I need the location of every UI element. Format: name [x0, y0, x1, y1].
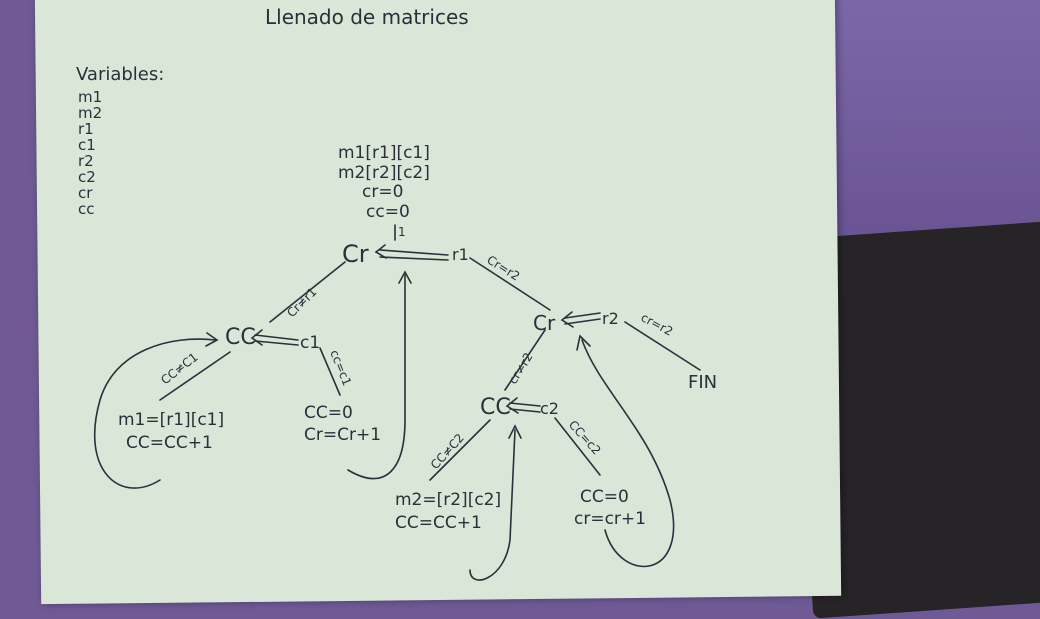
loop-bottom-right	[581, 339, 675, 568]
node-cc-left: CC	[225, 325, 256, 350]
init-line: m2[r2][c2]	[338, 163, 430, 183]
edge-label-cr-ne-r1: Cr≠r1	[284, 285, 319, 320]
edge-label-cr-ne-r2: cr≠r2	[506, 350, 536, 386]
init-line: m1[r1][c1]	[338, 143, 430, 163]
node-cr-top: Cr	[342, 240, 369, 268]
edge-cc-eq-c2	[554, 417, 601, 476]
variable-item: m1	[78, 88, 102, 106]
edge-cc-c1	[254, 334, 299, 341]
edge-cr-cc-left	[269, 261, 346, 323]
edge-cr-ne-r2	[504, 329, 546, 391]
edge-label-cc-ne-c1: CC≠C1	[158, 350, 200, 387]
node-cr-right: Cr	[533, 311, 556, 335]
variable-item: c2	[78, 168, 96, 186]
action-bottom-right-a: CC=0	[580, 487, 629, 507]
variable-item: cc	[78, 200, 95, 218]
edge-cr-c2	[564, 312, 601, 319]
variables-heading: Variables:	[76, 64, 164, 85]
loop-bottom-left	[469, 429, 516, 581]
init-line: cr=0	[362, 182, 403, 202]
action-bottom-left-a: m2=[r2][c2]	[395, 490, 501, 510]
node-r1: r1	[452, 245, 469, 264]
edge-label-cc-eq-c1: cc=c1	[327, 348, 354, 388]
diagram-canvas: Llenado de matrices Variables: m1 m2 r1 …	[76, 5, 717, 581]
action-bottom-left-b: CC=CC+1	[395, 513, 482, 533]
loop-mid	[347, 274, 406, 480]
edge-cc-eq-c1	[319, 347, 341, 396]
page-title: Llenado de matrices	[265, 5, 469, 29]
node-r2: r2	[602, 309, 619, 328]
variable-item: r1	[78, 120, 94, 138]
edge-cr-eq-r2b	[624, 321, 701, 371]
edge-cc-ne-c1	[159, 351, 231, 401]
edge-r1-cr-right	[469, 257, 551, 311]
node-fin: FIN	[688, 372, 717, 393]
variable-item: c1	[78, 136, 96, 154]
variable-item: r2	[78, 152, 94, 170]
action-mid-a: CC=0	[304, 403, 353, 423]
edge-cc-ne-c2	[429, 419, 491, 481]
action-mid-b: Cr=Cr+1	[304, 425, 381, 445]
init-line: cc=0	[366, 202, 410, 222]
action-bottom-right-b: cr=cr+1	[574, 509, 646, 529]
edge-cc-c2	[509, 402, 541, 407]
action-left-b: CC=CC+1	[126, 433, 213, 453]
edge-label-one: 1	[398, 225, 406, 239]
node-cc-bottom: CC	[480, 395, 511, 420]
edge-label-cc-ne-c2: CC≠C2	[428, 431, 467, 472]
variable-item: cr	[78, 184, 93, 202]
action-left-a: m1=[r1][c1]	[118, 410, 224, 430]
node-c2: c2	[540, 399, 559, 418]
node-c1: c1	[300, 333, 320, 353]
edge-cr-r1	[379, 249, 449, 256]
variable-item: m2	[78, 104, 102, 122]
loop-left	[94, 338, 216, 489]
